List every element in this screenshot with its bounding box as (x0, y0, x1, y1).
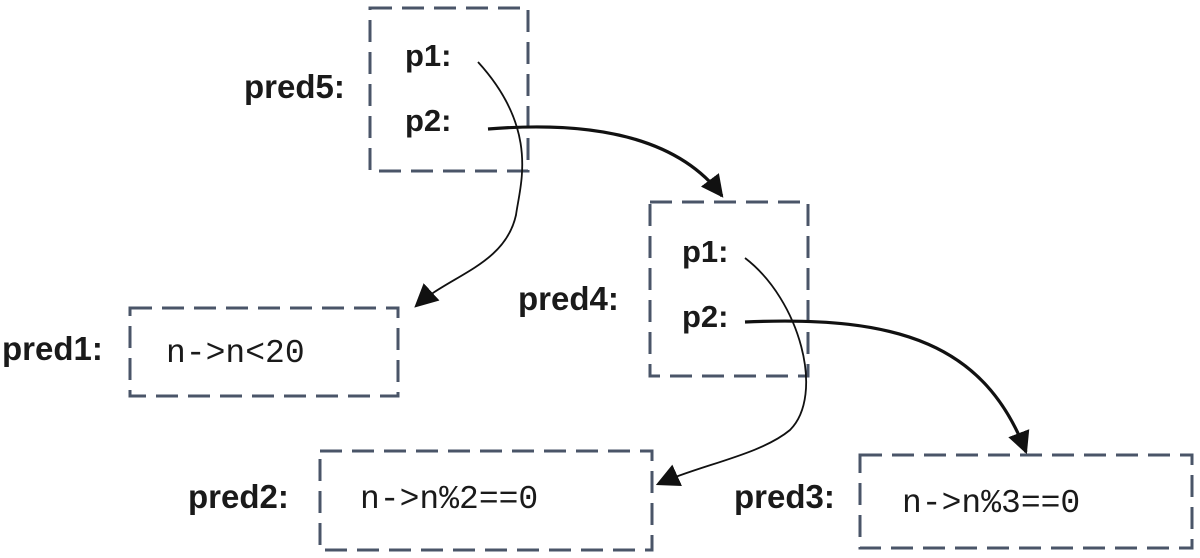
pred5-box (368, 6, 530, 173)
pred4-p2-label: p2: (682, 299, 729, 334)
pred2-label: pred2: (188, 478, 289, 515)
edge-pred4-p1-to-pred2 (655, 257, 808, 486)
node-pred2: pred2: n->n%2==0 (188, 449, 654, 552)
pred3-expression: n->n%3==0 (902, 485, 1080, 522)
pred1-box (128, 306, 400, 398)
edge-pred4-p2-to-pred3 (744, 319, 1030, 455)
edge-pred5-p1-to-pred1 (414, 61, 524, 308)
pred4-box (648, 200, 810, 378)
pred4-label: pred4: (518, 280, 619, 317)
node-pred1: pred1: n->n<20 (2, 306, 400, 398)
node-pred4: pred4: p1: p2: (518, 200, 810, 378)
pred4-p1-label: p1: (682, 234, 729, 269)
node-pred3: pred3: n->n%3==0 (734, 453, 1194, 550)
pred5-p2-label: p2: (405, 103, 452, 138)
pred5-label: pred5: (244, 68, 345, 105)
pred3-box (858, 453, 1194, 550)
pred3-label: pred3: (734, 478, 835, 515)
edge-pred5-p2-to-pred4 (487, 125, 724, 198)
node-pred5: pred5: p1: p2: (244, 6, 530, 173)
pred1-label: pred1: (2, 330, 103, 367)
pred2-box (318, 449, 654, 552)
pred5-p1-label: p1: (405, 38, 452, 73)
pred2-expression: n->n%2==0 (360, 481, 538, 518)
pred1-expression: n->n<20 (166, 335, 305, 372)
